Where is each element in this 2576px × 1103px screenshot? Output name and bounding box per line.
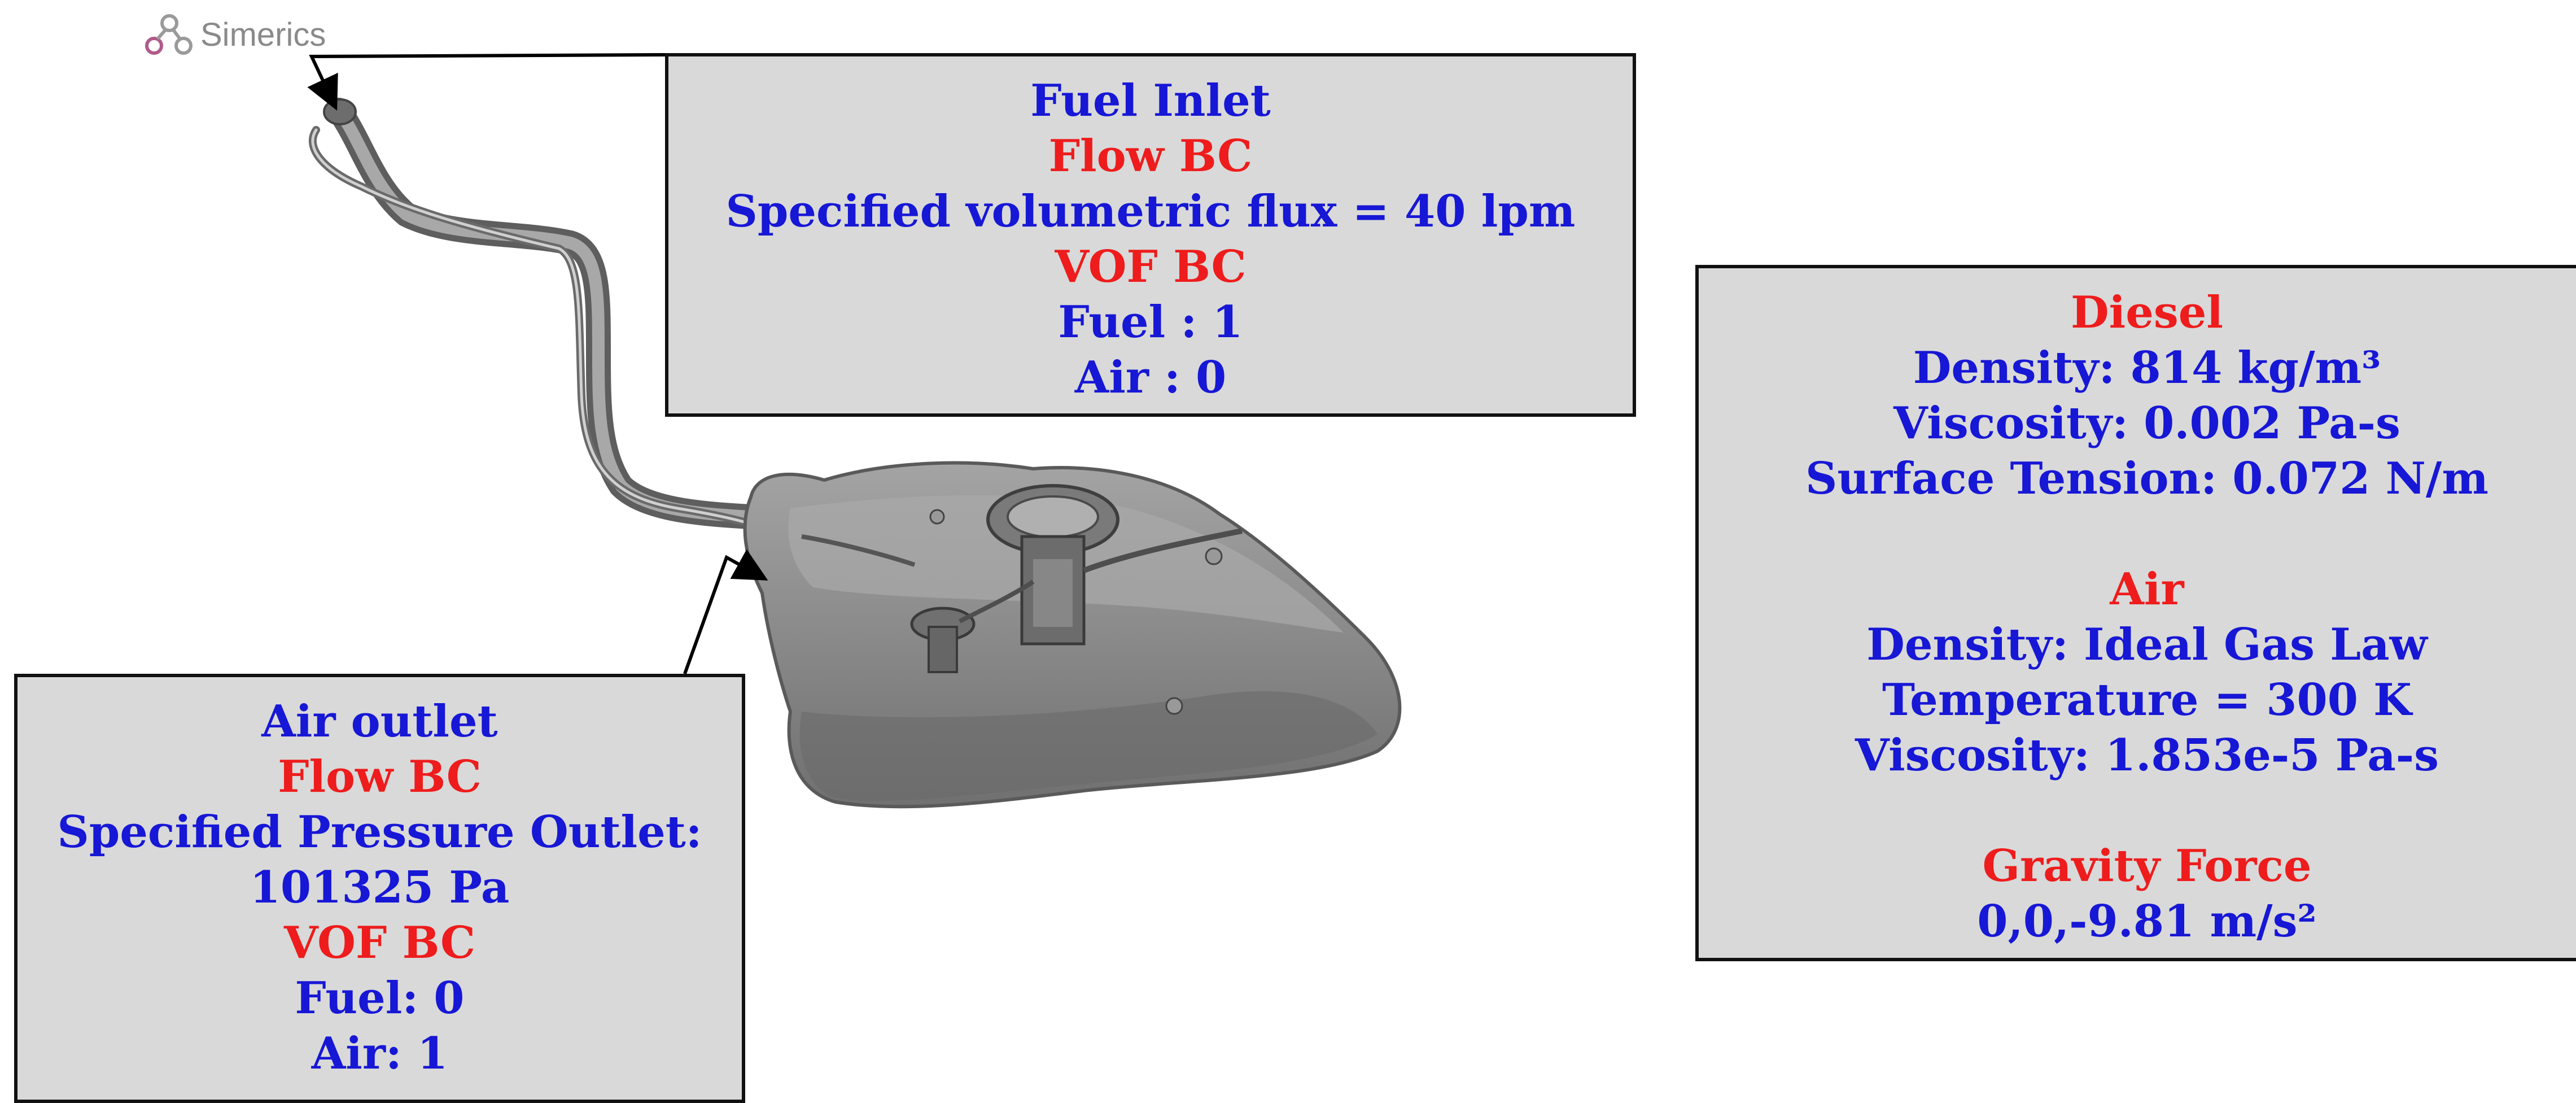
air-viscosity: Viscosity: 1.853e-5 Pa-s [1855, 730, 2439, 781]
air-density: Density: Ideal Gas Law [1866, 619, 2428, 670]
logo-text: Simerics [200, 16, 326, 53]
air-outlet-vof-bc-label: VOF BC [283, 917, 476, 969]
air-temperature: Temperature = 300 K [1882, 674, 2412, 726]
fuel-inlet-leader [307, 53, 666, 111]
material-properties-box: Diesel Density: 814 kg/m³ Viscosity: 0.0… [1695, 265, 2576, 961]
air-outlet-flow-bc-label: Flow BC [278, 751, 482, 803]
spacer [1699, 783, 2576, 839]
fuel-inlet-title: Fuel Inlet [1030, 75, 1271, 127]
fuel-inlet-air-fraction: Air : 0 [1074, 352, 1227, 403]
inlet-cap [323, 98, 357, 125]
simerics-logo-icon [145, 14, 193, 55]
gravity-title: Gravity Force [1982, 840, 2312, 892]
diesel-density: Density: 814 kg/m³ [1913, 342, 2381, 394]
air-outlet-flow-bc-value-2: 101325 Pa [250, 862, 510, 913]
diesel-viscosity: Viscosity: 0.002 Pa-s [1893, 398, 2400, 449]
gravity-value: 0,0,-9.81 m/s² [1977, 896, 2317, 947]
spacer [1699, 507, 2576, 562]
diesel-title: Diesel [2070, 287, 2224, 338]
fuel-inlet-fuel-fraction: Fuel : 1 [1058, 297, 1243, 348]
simerics-logo: Simerics [144, 9, 326, 60]
air-outlet-title: Air outlet [261, 696, 498, 747]
air-outlet-flow-bc-value-1: Specified Pressure Outlet: [57, 806, 702, 858]
air-outlet-box: Air outlet Flow BC Specified Pressure Ou… [14, 674, 745, 1103]
fuel-inlet-box: Fuel Inlet Flow BC Specified volumetric … [665, 53, 1636, 417]
fuel-inlet-flow-bc-value: Specified volumetric flux = 40 lpm [725, 186, 1576, 237]
air-outlet-air-fraction: Air: 1 [311, 1028, 448, 1079]
air-outlet-leader [683, 549, 768, 675]
diesel-surface-tension: Surface Tension: 0.072 N/m [1805, 453, 2488, 504]
air-title: Air [2110, 564, 2184, 615]
fuel-inlet-flow-bc-label: Flow BC [1048, 130, 1253, 182]
fuel-inlet-vof-bc-label: VOF BC [1055, 241, 1247, 293]
air-outlet-fuel-fraction: Fuel: 0 [295, 973, 465, 1024]
